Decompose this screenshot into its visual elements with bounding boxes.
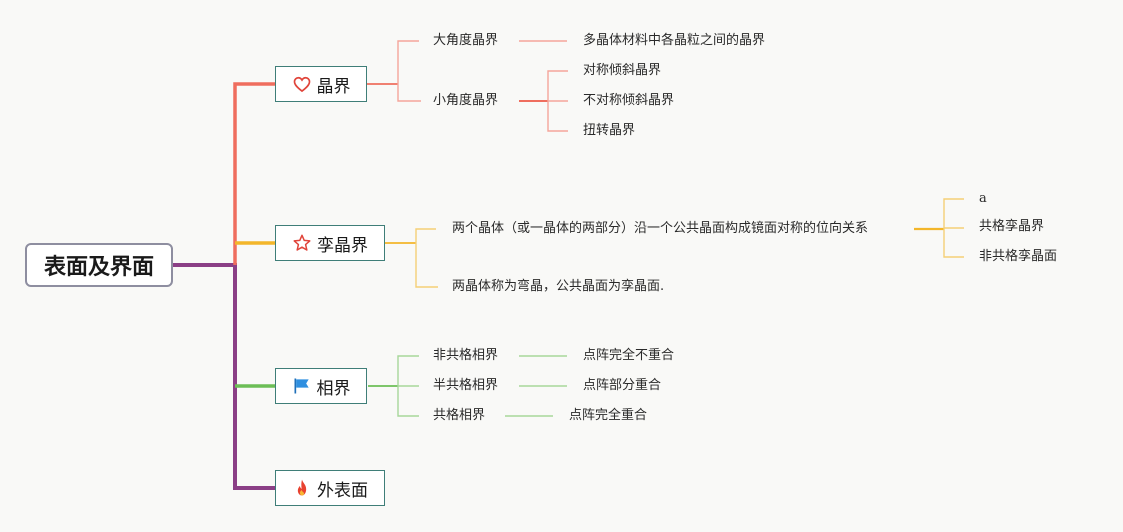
leaf-symmetric-tilt[interactable]: 对称倾斜晶界 — [583, 63, 662, 78]
subtopic-mirror-relation[interactable]: 两个晶体（或一晶体的两部分）沿一个公共晶面构成镜面对称的位向关系 — [452, 221, 869, 236]
topic-label: 外表面 — [317, 480, 368, 501]
link-root-grain — [233, 82, 275, 265]
link-root-trunk — [173, 263, 275, 490]
leaf-coherent-twin[interactable]: 共格孪晶界 — [979, 219, 1045, 234]
link-low-angle-leaves — [547, 70, 568, 132]
fire-icon — [292, 478, 312, 498]
leaf-noncoherent-twin[interactable]: 非共格孪晶面 — [979, 249, 1058, 264]
subtopic-noncoherent-phase[interactable]: 非共格相界 — [433, 348, 499, 363]
subtopic-high-angle[interactable]: 大角度晶界 — [433, 33, 499, 48]
leaf-full-overlap[interactable]: 点阵完全重合 — [569, 408, 648, 423]
subtopic-coherent-phase[interactable]: 共格相界 — [433, 408, 486, 423]
leaf-asymmetric-tilt[interactable]: 不对称倾斜晶界 — [583, 93, 675, 108]
leaf-high-angle-desc[interactable]: 多晶体材料中各晶粒之间的晶界 — [583, 33, 766, 48]
link-mirror-leaves — [943, 198, 964, 258]
link-grain-children — [397, 40, 421, 102]
heart-icon — [292, 74, 312, 94]
topic-label: 相界 — [316, 378, 351, 399]
leaf-a[interactable]: a — [979, 191, 987, 206]
link-twin-children — [415, 228, 438, 288]
topic-outer-surface[interactable]: 外表面 — [275, 470, 385, 506]
topic-label: 孪晶界 — [317, 235, 368, 256]
topic-grain-boundary[interactable]: 晶界 — [275, 66, 367, 102]
topic-twin-boundary[interactable]: 孪晶界 — [275, 225, 385, 261]
root-topic[interactable]: 表面及界面 — [25, 243, 173, 287]
link-phase-children — [397, 355, 419, 417]
star-icon — [292, 233, 312, 253]
leaf-no-overlap[interactable]: 点阵完全不重合 — [583, 348, 675, 363]
leaf-twist[interactable]: 扭转晶界 — [583, 123, 636, 138]
subtopic-semicoherent-phase[interactable]: 半共格相界 — [433, 378, 499, 393]
topic-phase-boundary[interactable]: 相界 — [275, 368, 367, 404]
topic-label: 晶界 — [316, 76, 351, 97]
leaf-partial-overlap[interactable]: 点阵部分重合 — [583, 378, 662, 393]
subtopic-low-angle[interactable]: 小角度晶界 — [433, 93, 499, 108]
flag-icon — [292, 376, 312, 396]
subtopic-twin-plane[interactable]: 两晶体称为弯晶，公共晶面为孪晶面. — [452, 279, 665, 294]
